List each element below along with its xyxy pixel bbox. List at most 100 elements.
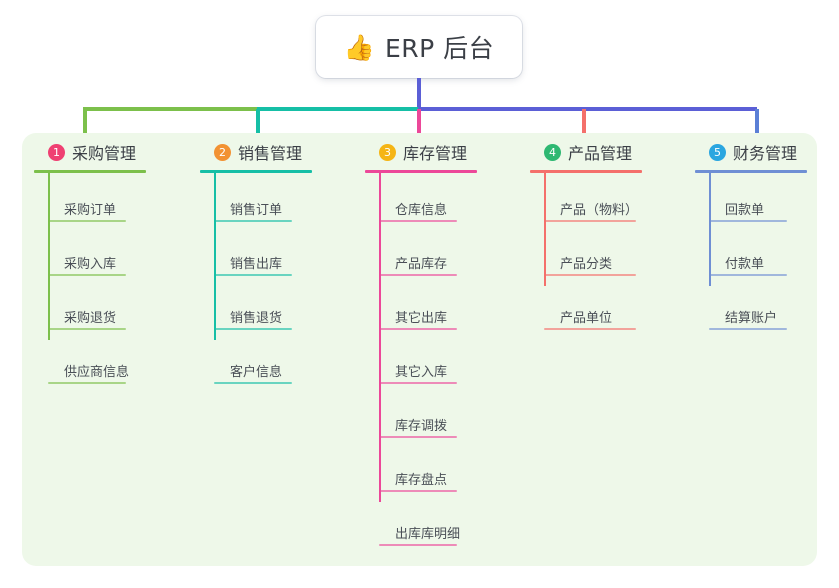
- leaf-item[interactable]: 产品分类: [530, 227, 685, 281]
- leaf-item-label: 采购入库: [64, 257, 117, 272]
- leaf-item[interactable]: 采购退货: [34, 281, 189, 335]
- leaf-item-rule: [379, 328, 457, 330]
- leaf-item[interactable]: 供应商信息: [34, 335, 189, 389]
- leaf-item-rule: [709, 274, 787, 276]
- leaf-item[interactable]: 客户信息: [200, 335, 355, 389]
- leaf-item-label: 回款单: [725, 203, 765, 218]
- leaf-item[interactable]: 采购入库: [34, 227, 189, 281]
- branch-column-1: 1 采购管理采购订单采购入库采购退货供应商信息: [34, 140, 189, 389]
- leaf-item-rule: [48, 220, 126, 222]
- leaf-item[interactable]: 出库库明细: [365, 497, 520, 551]
- leaf-item-label: 销售退货: [230, 311, 283, 326]
- leaf-item-rule: [379, 274, 457, 276]
- leaf-item-label: 产品分类: [560, 257, 613, 272]
- branch-header-1[interactable]: 1 采购管理: [34, 140, 189, 164]
- leaf-item-label: 库存调拨: [395, 419, 448, 434]
- branch-header-rule: [365, 170, 477, 173]
- branch-number-badge: 2: [214, 143, 231, 161]
- leaf-item[interactable]: 付款单: [695, 227, 825, 281]
- leaf-item-label: 仓库信息: [395, 203, 448, 218]
- branch-column-5: 5 财务管理回款单付款单结算账户: [695, 140, 825, 335]
- branch-items-2: 销售订单销售出库销售退货客户信息: [200, 173, 355, 389]
- branch-header-2[interactable]: 2 销售管理: [200, 140, 355, 164]
- root-title: ERP 后台: [384, 34, 495, 63]
- connector-bar-segment-3: [418, 107, 757, 111]
- branch-items-3: 仓库信息产品库存其它出库其它入库库存调拨库存盘点出库库明细: [365, 173, 520, 551]
- leaf-item-rule: [379, 544, 457, 546]
- leaf-item[interactable]: 产品库存: [365, 227, 520, 281]
- branch-title: 销售管理: [238, 144, 303, 163]
- leaf-item-label: 供应商信息: [64, 365, 130, 380]
- leaf-item-label: 销售订单: [230, 203, 283, 218]
- leaf-item-label: 结算账户: [725, 311, 778, 326]
- leaf-item-rule: [379, 490, 457, 492]
- branch-header-rule: [200, 170, 312, 173]
- branch-items-5: 回款单付款单结算账户: [695, 173, 825, 335]
- branch-column-3: 3 库存管理仓库信息产品库存其它出库其它入库库存调拨库存盘点出库库明细: [365, 140, 520, 551]
- leaf-item[interactable]: 库存盘点: [365, 443, 520, 497]
- leaf-item-rule: [379, 382, 457, 384]
- branch-spine: [709, 173, 711, 286]
- leaf-item-label: 产品（物料）: [560, 203, 639, 218]
- leaf-item[interactable]: 销售订单: [200, 173, 355, 227]
- leaf-item[interactable]: 回款单: [695, 173, 825, 227]
- leaf-item[interactable]: 其它入库: [365, 335, 520, 389]
- leaf-item[interactable]: 其它出库: [365, 281, 520, 335]
- leaf-item-label: 库存盘点: [395, 473, 448, 488]
- leaf-item-rule: [544, 328, 636, 330]
- leaf-item[interactable]: 销售退货: [200, 281, 355, 335]
- leaf-item-label: 其它出库: [395, 311, 448, 326]
- branch-header-4[interactable]: 4 产品管理: [530, 140, 685, 164]
- connector-bar-segment-1: [83, 107, 257, 111]
- branch-header-5[interactable]: 5 财务管理: [695, 140, 825, 164]
- leaf-item-rule: [214, 220, 292, 222]
- root-stem-connector: [417, 78, 421, 109]
- leaf-item-rule: [709, 220, 787, 222]
- leaf-item[interactable]: 仓库信息: [365, 173, 520, 227]
- branch-title: 产品管理: [568, 144, 633, 163]
- leaf-item-label: 采购退货: [64, 311, 117, 326]
- branch-spine: [214, 173, 216, 340]
- diagram-panel: [22, 133, 817, 566]
- branch-title: 采购管理: [72, 144, 137, 163]
- branch-spine: [48, 173, 50, 340]
- branch-header-rule: [34, 170, 146, 173]
- branch-header-3[interactable]: 3 库存管理: [365, 140, 520, 164]
- leaf-item[interactable]: 库存调拨: [365, 389, 520, 443]
- leaf-item-label: 其它入库: [395, 365, 448, 380]
- leaf-item[interactable]: 产品（物料）: [530, 173, 685, 227]
- branch-column-4: 4 产品管理产品（物料） 产品分类产品单位: [530, 140, 685, 335]
- leaf-item-rule: [48, 328, 126, 330]
- branch-items-4: 产品（物料） 产品分类产品单位: [530, 173, 685, 335]
- leaf-item[interactable]: 销售出库: [200, 227, 355, 281]
- leaf-item-rule: [709, 328, 787, 330]
- leaf-item-rule: [544, 220, 636, 222]
- branch-spine: [379, 173, 381, 502]
- leaf-item-label: 产品单位: [560, 311, 613, 326]
- leaf-item-rule: [214, 382, 292, 384]
- leaf-item[interactable]: 产品单位: [530, 281, 685, 335]
- leaf-item-rule: [379, 220, 457, 222]
- branch-number-badge: 5: [709, 143, 726, 161]
- leaf-item-rule: [379, 436, 457, 438]
- leaf-item[interactable]: 结算账户: [695, 281, 825, 335]
- leaf-item-rule: [48, 382, 126, 384]
- branch-number-badge: 1: [48, 143, 65, 161]
- leaf-item[interactable]: 采购订单: [34, 173, 189, 227]
- leaf-item-rule: [48, 274, 126, 276]
- branch-title: 库存管理: [403, 144, 468, 163]
- branch-items-1: 采购订单采购入库采购退货供应商信息: [34, 173, 189, 389]
- branch-header-rule: [695, 170, 807, 173]
- leaf-item-label: 销售出库: [230, 257, 283, 272]
- branch-title: 财务管理: [733, 144, 798, 163]
- branch-column-2: 2 销售管理销售订单销售出库销售退货客户信息: [200, 140, 355, 389]
- leaf-item-label: 采购订单: [64, 203, 117, 218]
- leaf-item-rule: [214, 328, 292, 330]
- branch-spine: [544, 173, 546, 286]
- branch-number-badge: 3: [379, 143, 396, 161]
- branch-number-badge: 4: [544, 143, 561, 161]
- root-node[interactable]: 👍 ERP 后台: [316, 16, 522, 78]
- thumbs-up-icon: 👍: [343, 32, 375, 62]
- leaf-item-label: 客户信息: [230, 365, 283, 380]
